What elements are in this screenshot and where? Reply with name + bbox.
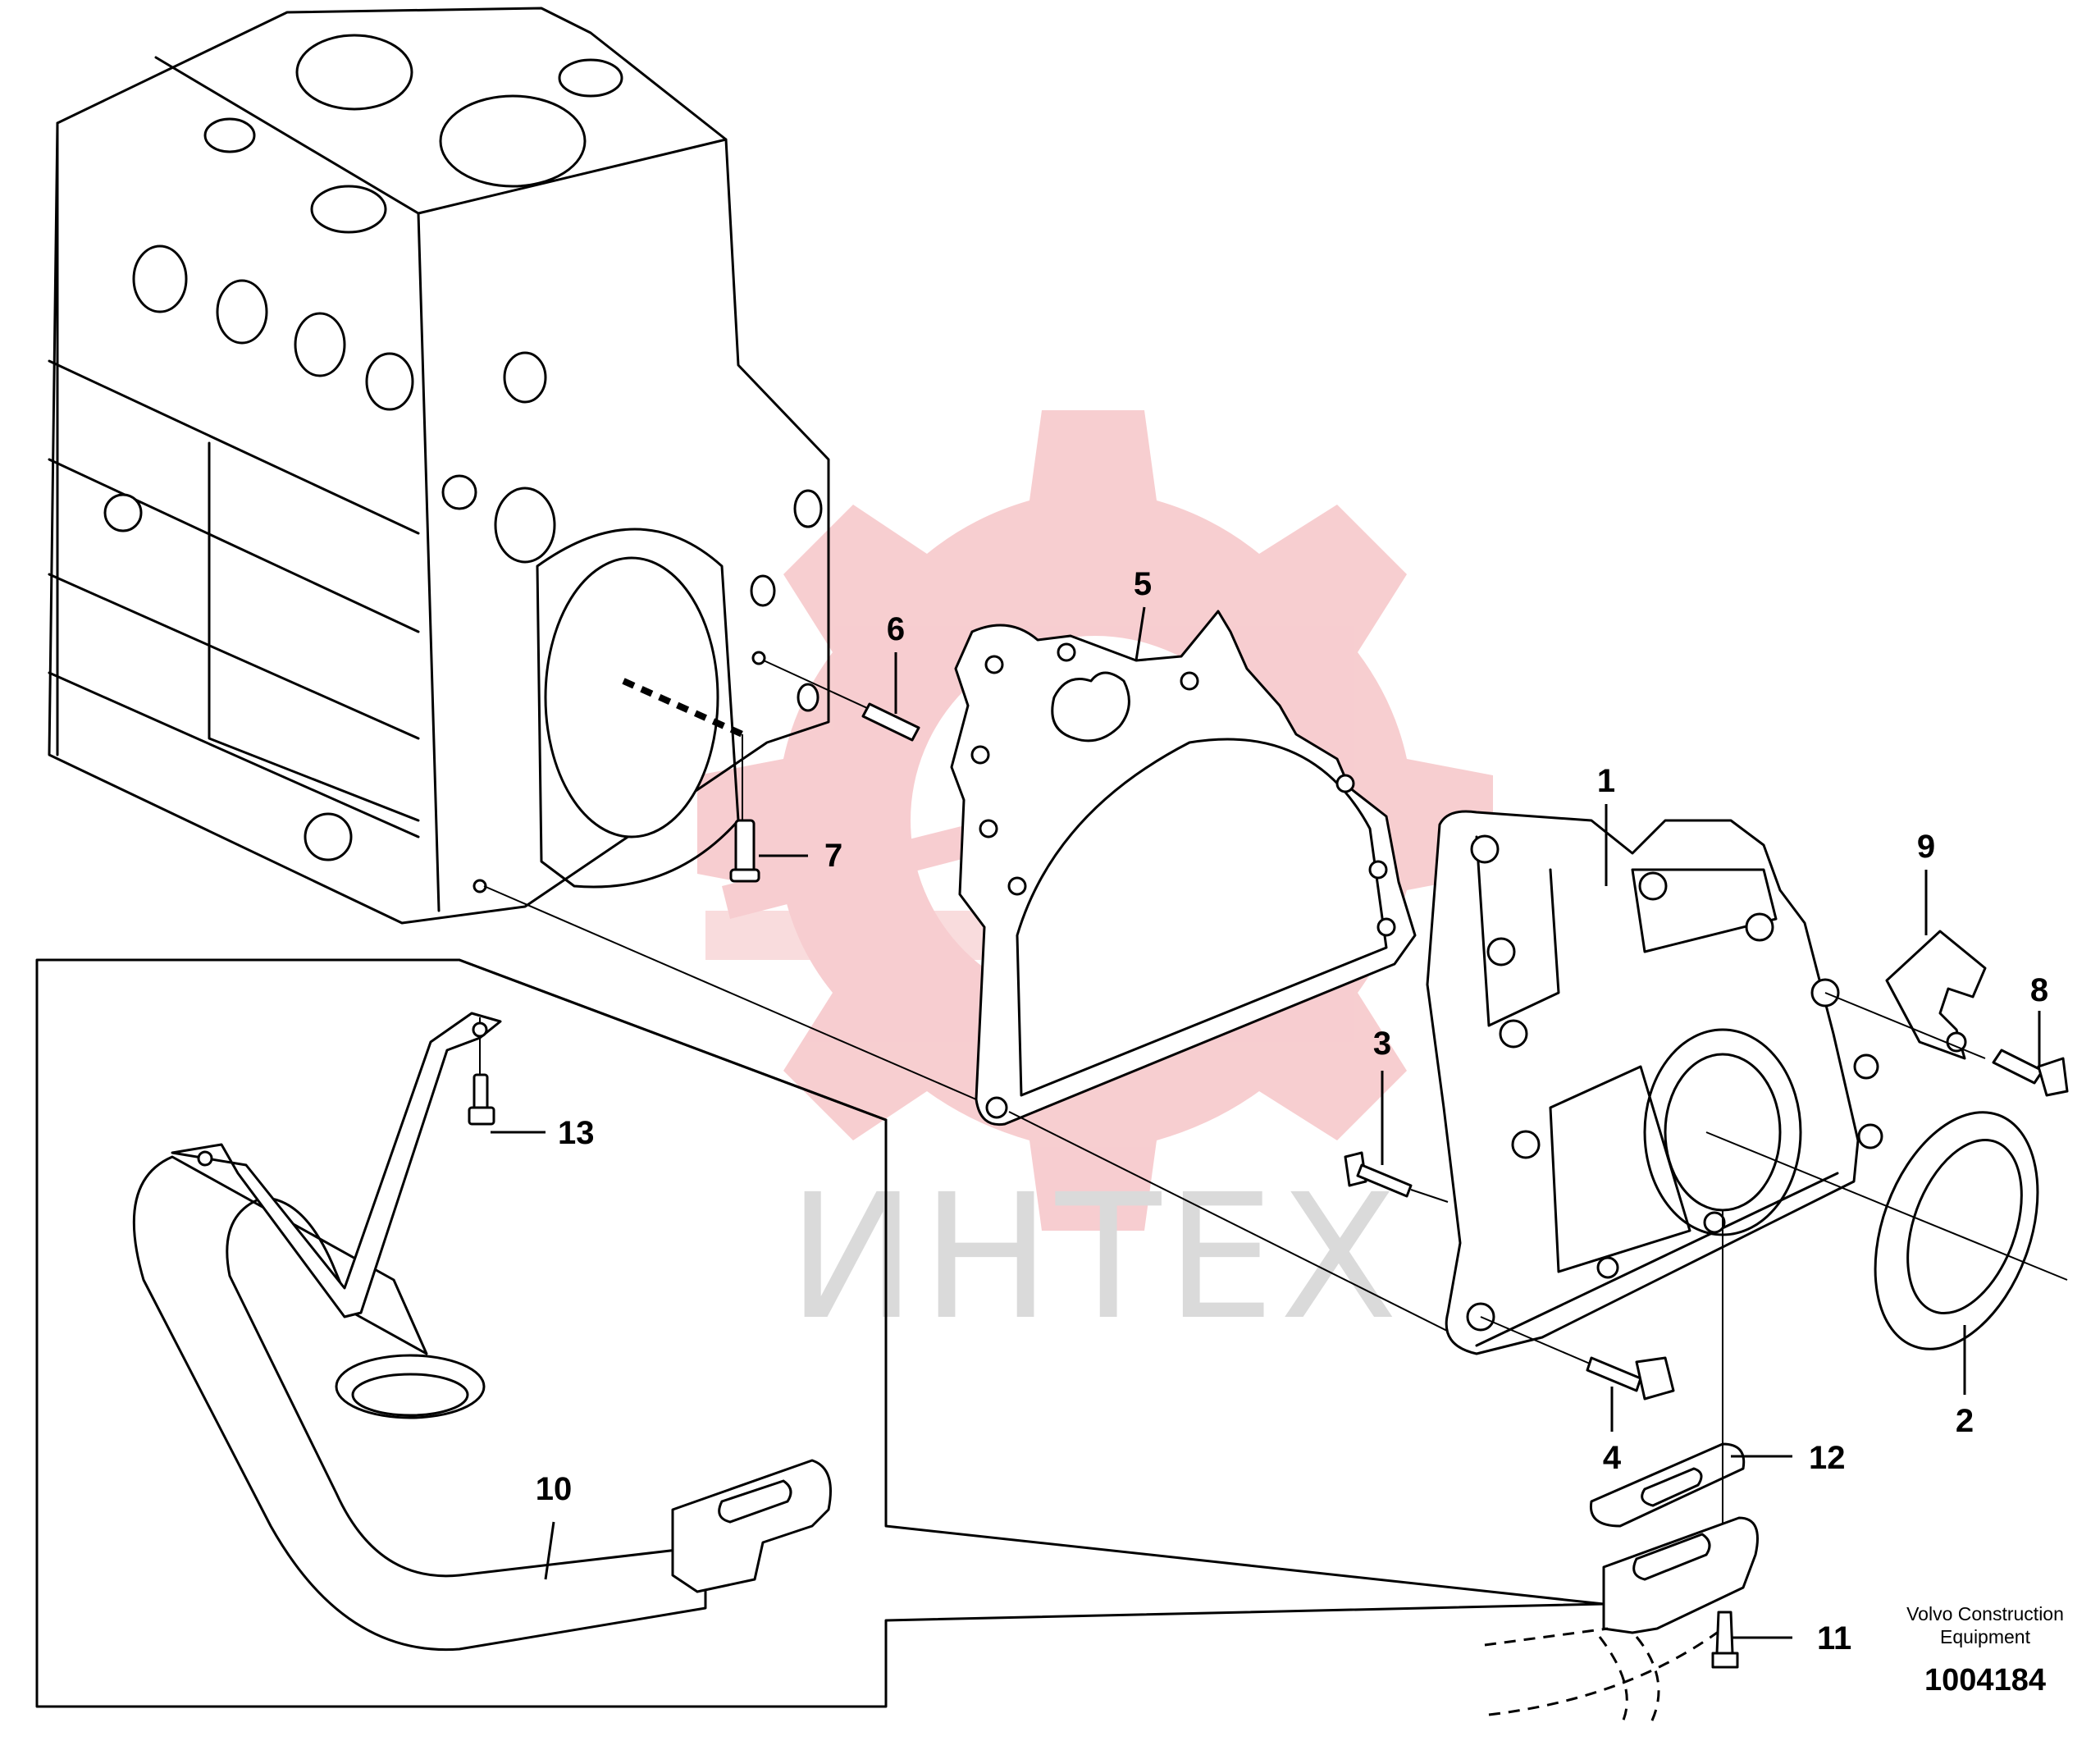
dowel-pin-7 [729,819,760,883]
footer-company-line2: Equipment [1940,1626,2031,1647]
callout-5[interactable]: 5 [1134,566,1152,602]
screw-11 [1711,1611,1739,1669]
callout-8[interactable]: 8 [2030,972,2048,1008]
callout-10[interactable]: 10 [536,1471,573,1507]
callout-2[interactable]: 2 [1956,1403,1974,1439]
engine-block [48,7,907,925]
footer: Volvo Construction Equipment 1004184 [1906,1603,2064,1698]
bracket-9 [1885,930,1987,1060]
callout-13[interactable]: 13 [558,1115,595,1151]
pin-6 [861,702,920,742]
callouts: 1 2 3 4 5 6 7 8 9 10 11 12 13 [536,566,2048,1656]
footer-company: Volvo Construction [1906,1603,2064,1624]
callout-3[interactable]: 3 [1373,1026,1391,1062]
watermark-text: ИНТЕХ [788,1157,1403,1358]
callout-1[interactable]: 1 [1597,763,1615,799]
crankshaft-seal-2 [1705,1111,2068,1350]
callout-11[interactable]: 11 [1817,1620,1851,1656]
screw-3 [1344,1151,1449,1203]
callout-12[interactable]: 12 [1809,1440,1846,1476]
gasket-5 [950,610,1417,1126]
screw-4 [1480,1316,1675,1401]
callout-4[interactable]: 4 [1603,1440,1622,1476]
inset-detail [35,958,1605,1708]
callout-7[interactable]: 7 [824,838,842,874]
timing-cover-1 [1426,810,1883,1355]
screw-8 [1824,992,2069,1097]
callout-9[interactable]: 9 [1917,829,1935,865]
figure-number: 1004184 [1924,1663,2046,1698]
callout-6[interactable]: 6 [887,611,905,647]
gasket-12 [1589,1210,1746,1528]
leader-lines [491,606,2041,1639]
pickup-flange [1484,1516,1759,1728]
